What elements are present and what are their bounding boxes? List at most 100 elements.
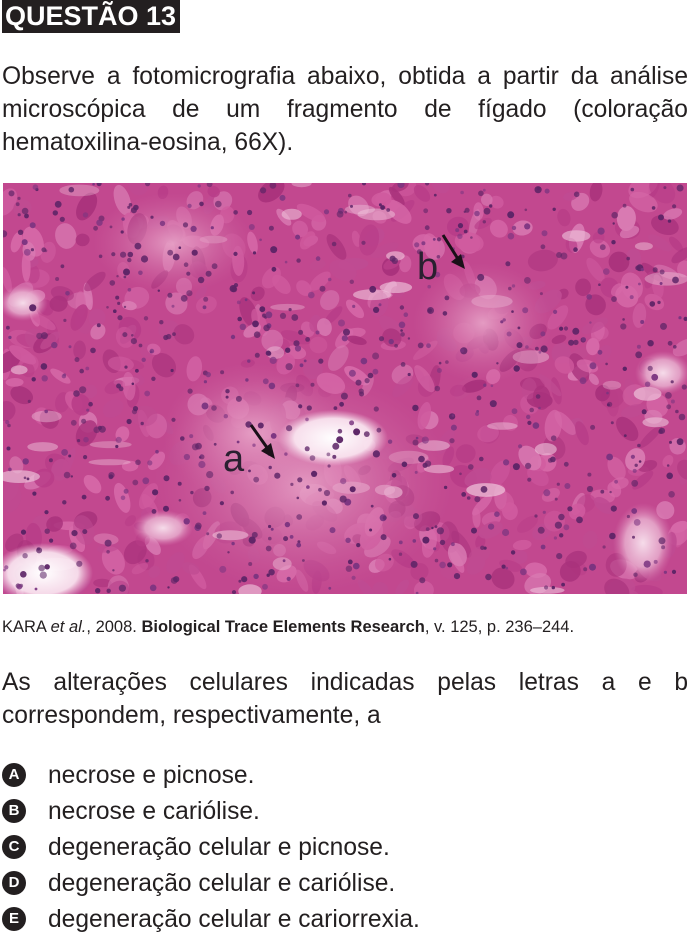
cell: [594, 496, 613, 514]
nucleus: [140, 255, 149, 263]
option-a[interactable]: A necrose e picnose.: [2, 757, 420, 793]
nucleus: [306, 405, 312, 411]
cell: [21, 251, 31, 282]
nucleus: [205, 371, 211, 378]
nucleus: [236, 300, 241, 305]
nucleus: [59, 216, 65, 222]
sinusoid-space: [3, 470, 40, 483]
nucleus: [661, 545, 666, 550]
answer-options: A necrose e picnose. B necrose e carióli…: [2, 757, 420, 937]
nucleus: [431, 526, 434, 530]
nucleus: [135, 368, 139, 373]
nucleus: [660, 322, 667, 330]
nucleus: [453, 573, 461, 580]
nucleus: [450, 424, 457, 431]
cell: [575, 278, 591, 297]
cell: [648, 234, 672, 252]
nucleus: [372, 368, 379, 375]
nucleus: [559, 533, 564, 538]
nucleus: [451, 542, 455, 547]
cell: [272, 274, 291, 295]
nucleus: [362, 183, 366, 186]
nucleus: [426, 343, 431, 349]
nucleus: [178, 499, 182, 502]
nucleus: [666, 464, 670, 467]
nucleus: [149, 584, 157, 592]
nucleus: [77, 439, 81, 443]
nucleus: [474, 210, 480, 217]
nucleus: [304, 446, 310, 452]
nucleus: [434, 558, 439, 563]
nucleus: [285, 363, 293, 371]
nucleus: [96, 183, 102, 187]
nucleus: [471, 371, 478, 378]
nucleus: [651, 206, 656, 210]
option-b[interactable]: B necrose e cariólise.: [2, 793, 420, 829]
cell: [50, 286, 74, 302]
nucleus: [197, 184, 201, 188]
option-d[interactable]: D degeneração celular e cariólise.: [2, 865, 420, 901]
nucleus: [231, 286, 238, 293]
nucleus: [268, 225, 274, 231]
nucleus: [74, 357, 80, 363]
nucleus: [625, 285, 629, 289]
nucleus: [667, 219, 672, 223]
nucleus: [70, 475, 74, 478]
nucleus: [327, 464, 331, 468]
nucleus: [511, 310, 514, 313]
nucleus: [637, 443, 641, 448]
nucleus: [345, 565, 353, 572]
option-c[interactable]: C degeneração celular e picnose.: [2, 829, 420, 865]
nucleus: [297, 540, 301, 544]
nucleus: [349, 486, 356, 493]
nucleus: [93, 426, 100, 434]
nucleus: [83, 455, 88, 460]
nucleus: [65, 291, 70, 296]
cell: [513, 550, 528, 565]
cell: [299, 231, 316, 250]
nucleus: [82, 529, 88, 535]
nucleus: [516, 342, 523, 349]
nucleus: [134, 242, 142, 250]
cell: [610, 283, 624, 297]
nucleus: [439, 539, 446, 546]
nucleus: [32, 491, 37, 496]
nucleus: [658, 214, 664, 221]
sinusoid-space: [344, 204, 376, 215]
cell: [399, 255, 412, 273]
nucleus: [564, 483, 571, 489]
nucleus: [451, 414, 455, 417]
nucleus: [159, 320, 164, 325]
nucleus: [675, 409, 679, 414]
nucleus: [269, 183, 277, 189]
nucleus: [344, 210, 348, 214]
nucleus: [297, 477, 303, 483]
nucleus: [398, 321, 406, 329]
nucleus: [423, 208, 429, 214]
nucleus: [127, 205, 131, 209]
nucleus: [68, 454, 72, 458]
nucleus: [3, 230, 8, 238]
nucleus: [598, 283, 601, 286]
nucleus: [513, 365, 520, 372]
cell: [489, 219, 508, 238]
nucleus: [120, 495, 126, 501]
cell: [663, 208, 683, 220]
nucleus: [352, 304, 356, 308]
nucleus: [589, 362, 597, 370]
nucleus: [295, 383, 300, 388]
nucleus: [299, 363, 304, 368]
nucleus: [676, 184, 684, 192]
nucleus: [572, 327, 580, 335]
cell: [370, 242, 399, 259]
nucleus: [631, 508, 638, 514]
cell: [557, 208, 571, 227]
option-e[interactable]: E degeneração celular e cariorrexia.: [2, 901, 420, 937]
nucleus: [55, 277, 60, 281]
cell: [392, 375, 414, 398]
cell: [563, 191, 578, 201]
nucleus: [597, 349, 603, 355]
nucleus: [554, 497, 558, 501]
cell: [568, 503, 586, 520]
cell: [477, 424, 499, 443]
